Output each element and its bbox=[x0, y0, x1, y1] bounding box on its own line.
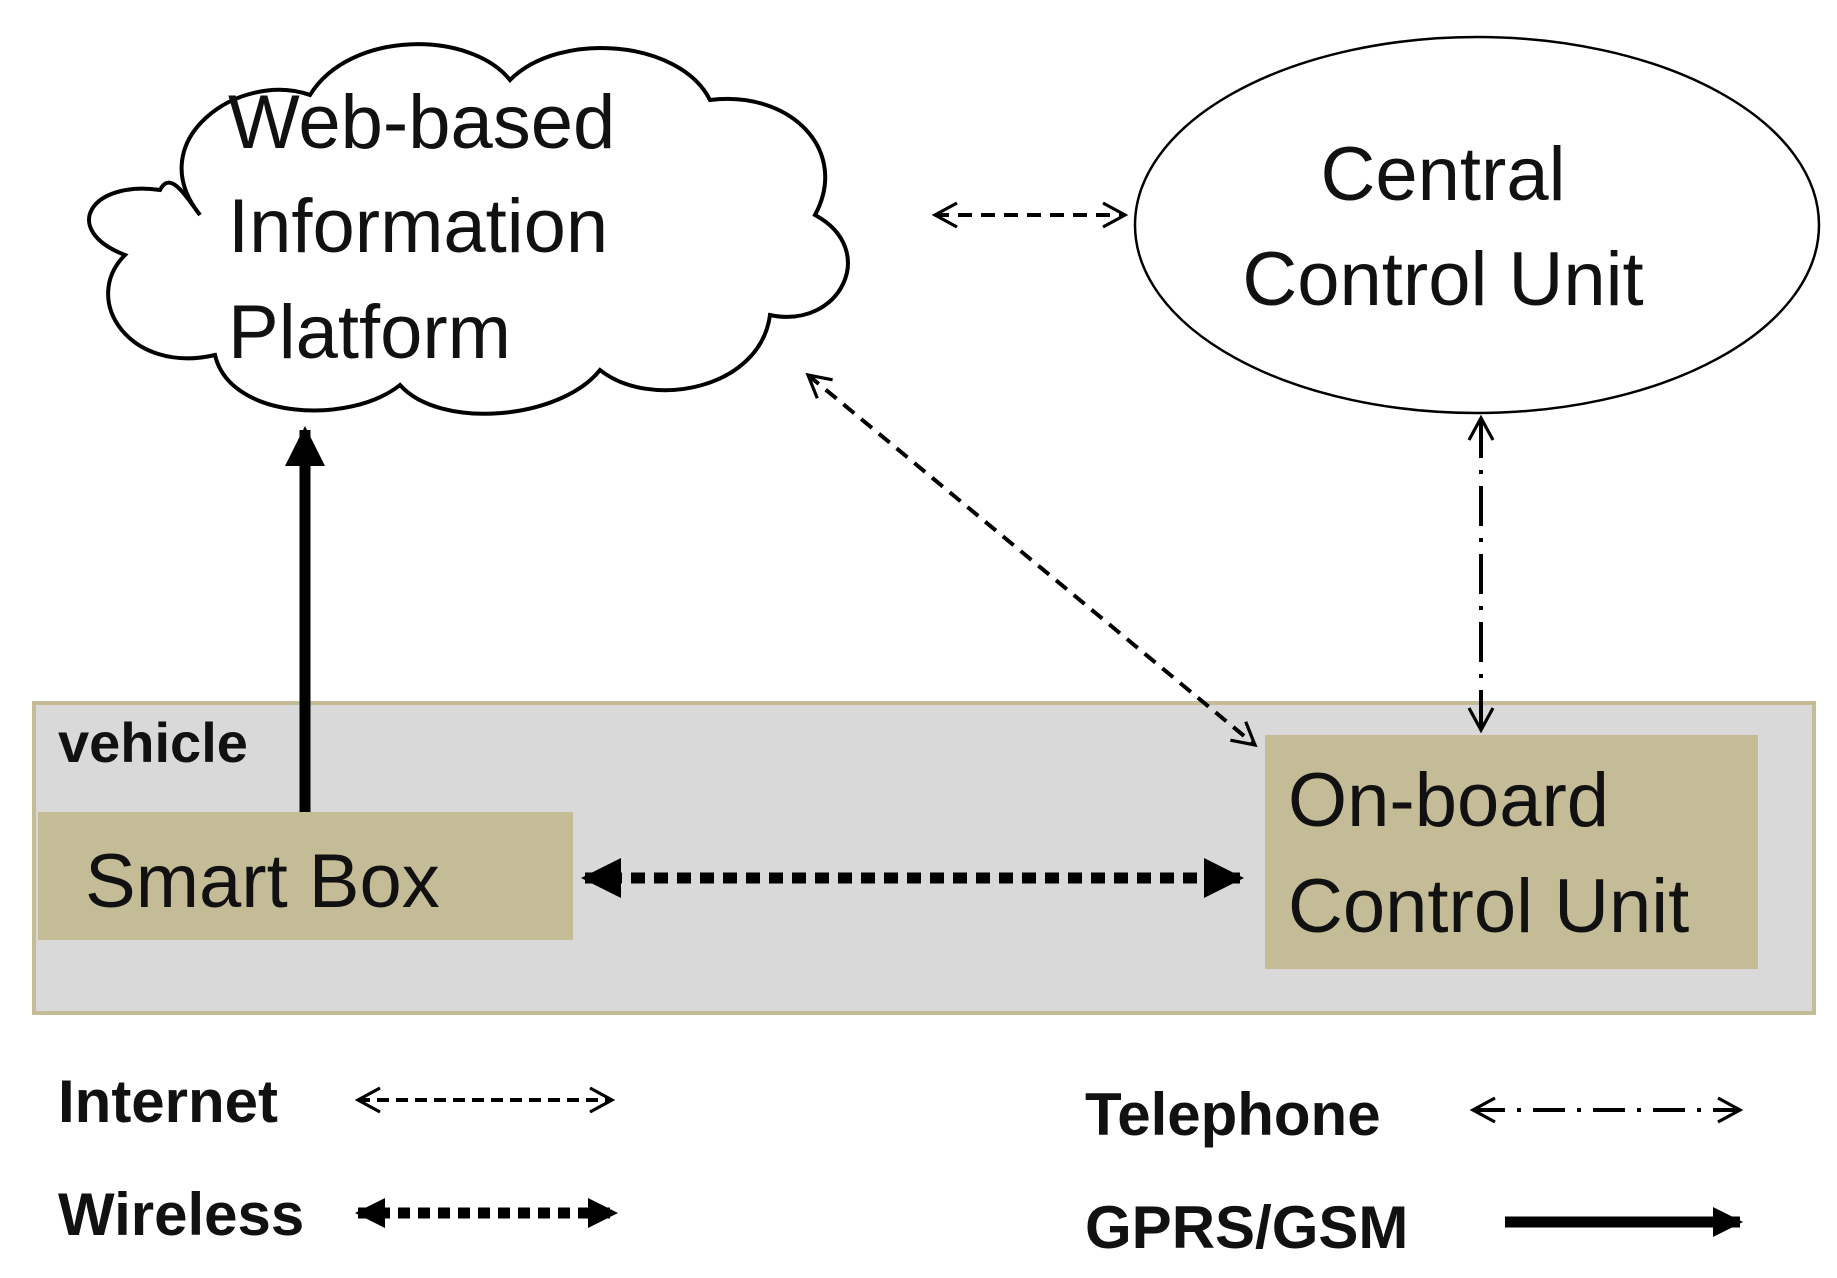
smart-box: Smart Box bbox=[38, 812, 573, 940]
web-platform-line-3: Platform bbox=[228, 290, 511, 375]
legend-wireless-label: Wireless bbox=[58, 1181, 304, 1248]
legend-telephone-label: Telephone bbox=[1085, 1081, 1381, 1148]
central-control-line-1: Central bbox=[1321, 132, 1566, 217]
internet-link-cloud-onboard bbox=[805, 372, 1258, 748]
onboard-control-line-2: Control Unit bbox=[1288, 864, 1689, 949]
central-control-ellipse bbox=[1133, 35, 1821, 415]
cloud-shape bbox=[87, 42, 850, 416]
central-control-line-2: Control Unit bbox=[1242, 237, 1643, 322]
smart-box-label: Smart Box bbox=[85, 839, 440, 924]
smart-box-rect bbox=[38, 812, 573, 940]
web-platform-line-2: Information bbox=[228, 184, 608, 269]
onboard-control-unit: On-board Control Unit bbox=[1265, 735, 1758, 969]
web-platform-line-1: Web-based bbox=[228, 80, 615, 165]
central-control-unit: Central Control Unit bbox=[1133, 35, 1821, 415]
onboard-control-rect bbox=[1265, 735, 1758, 969]
legend-internet-label: Internet bbox=[58, 1068, 278, 1135]
legend: Internet Wireless Telephone GPRS/GSM bbox=[58, 1068, 1744, 1261]
vehicle-label: vehicle bbox=[58, 711, 248, 774]
legend-gprs-label: GPRS/GSM bbox=[1085, 1194, 1408, 1261]
web-platform-cloud: Web-based Information Platform bbox=[87, 42, 850, 416]
onboard-control-line-1: On-board bbox=[1288, 758, 1609, 843]
